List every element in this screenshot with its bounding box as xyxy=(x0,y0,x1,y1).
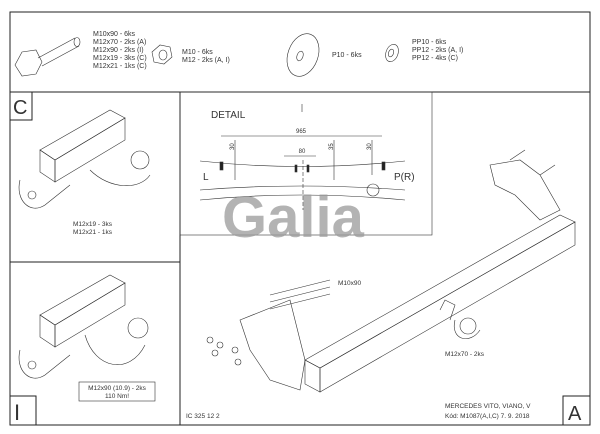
svg-text:M12x19 - 3ks (C): M12x19 - 3ks (C) xyxy=(93,55,147,62)
detail-drawing xyxy=(199,104,406,210)
product-code-date: Kód: M1087(A,I,C) 7. 9. 2018 xyxy=(445,413,530,420)
vehicle-name: MERCEDES VITO, VIANO, V xyxy=(445,403,531,410)
drawing-code: IC 325 12 2 xyxy=(186,413,220,420)
svg-text:M12x70 - 2ks (A): M12x70 - 2ks (A) xyxy=(93,39,146,46)
dimension-80: 80 xyxy=(299,149,306,155)
dimension-30-left: 30 xyxy=(230,143,236,150)
tow-bar-drawing xyxy=(206,149,576,393)
spring-washer-icon xyxy=(385,43,399,63)
main-ball-label: M12x70 - 2ks xyxy=(445,351,485,358)
nut-size: M12 - 2ks (A, I) xyxy=(182,57,230,64)
dimension-30-right: 30 xyxy=(367,143,373,150)
svg-text:M10x90 - 6ks: M10x90 - 6ks xyxy=(93,31,136,38)
galia-logo: Galia xyxy=(222,185,365,250)
large-washer-icon xyxy=(286,33,320,77)
hitch-i-drawing xyxy=(18,274,149,379)
hitch-c-drawing xyxy=(18,109,151,209)
outer-frame xyxy=(9,11,591,426)
detail-right-label: P(R) xyxy=(394,172,415,183)
nut-size: M10 - 6ks xyxy=(182,49,213,56)
main-bolt-label: M10x90 xyxy=(338,280,362,287)
detail-title: DETAIL xyxy=(211,110,246,121)
nut-icon xyxy=(151,44,173,65)
panel-i-label: M12x90 (10.9) - 2ks xyxy=(88,385,147,392)
bolt-icon xyxy=(14,37,81,77)
torque-label-box xyxy=(78,381,156,402)
washer-size: P10 - 6ks xyxy=(332,52,362,59)
svg-text:M12x21 - 1ks (C): M12x21 - 1ks (C) xyxy=(93,63,147,70)
detail-left-label: L xyxy=(203,172,209,183)
spring-washer-size: PP12 - 4ks (C) xyxy=(412,55,458,62)
panel-letter-c: C xyxy=(13,97,27,119)
panel-letter-a: A xyxy=(568,403,582,425)
panel-c-label: M12x19 - 3ks xyxy=(73,221,113,228)
dimension-35: 35 xyxy=(329,143,335,150)
panel-c-label: M12x21 - 1ks xyxy=(73,229,113,236)
svg-text:M12x90 - 2ks (I): M12x90 - 2ks (I) xyxy=(93,47,144,54)
spring-washer-size: PP12 - 2ks (A, I) xyxy=(412,47,463,54)
panel-letter-i: I xyxy=(14,400,20,425)
panel-i-torque: 110 Nm! xyxy=(105,393,129,400)
bolt-sizes: M10x90 - 6ks M12x70 - 2ks (A) M12x90 - 2… xyxy=(93,31,147,70)
detail-box xyxy=(179,91,433,236)
dimension-965: 965 xyxy=(296,129,307,135)
spring-washer-size: PP10 - 6ks xyxy=(412,39,447,46)
